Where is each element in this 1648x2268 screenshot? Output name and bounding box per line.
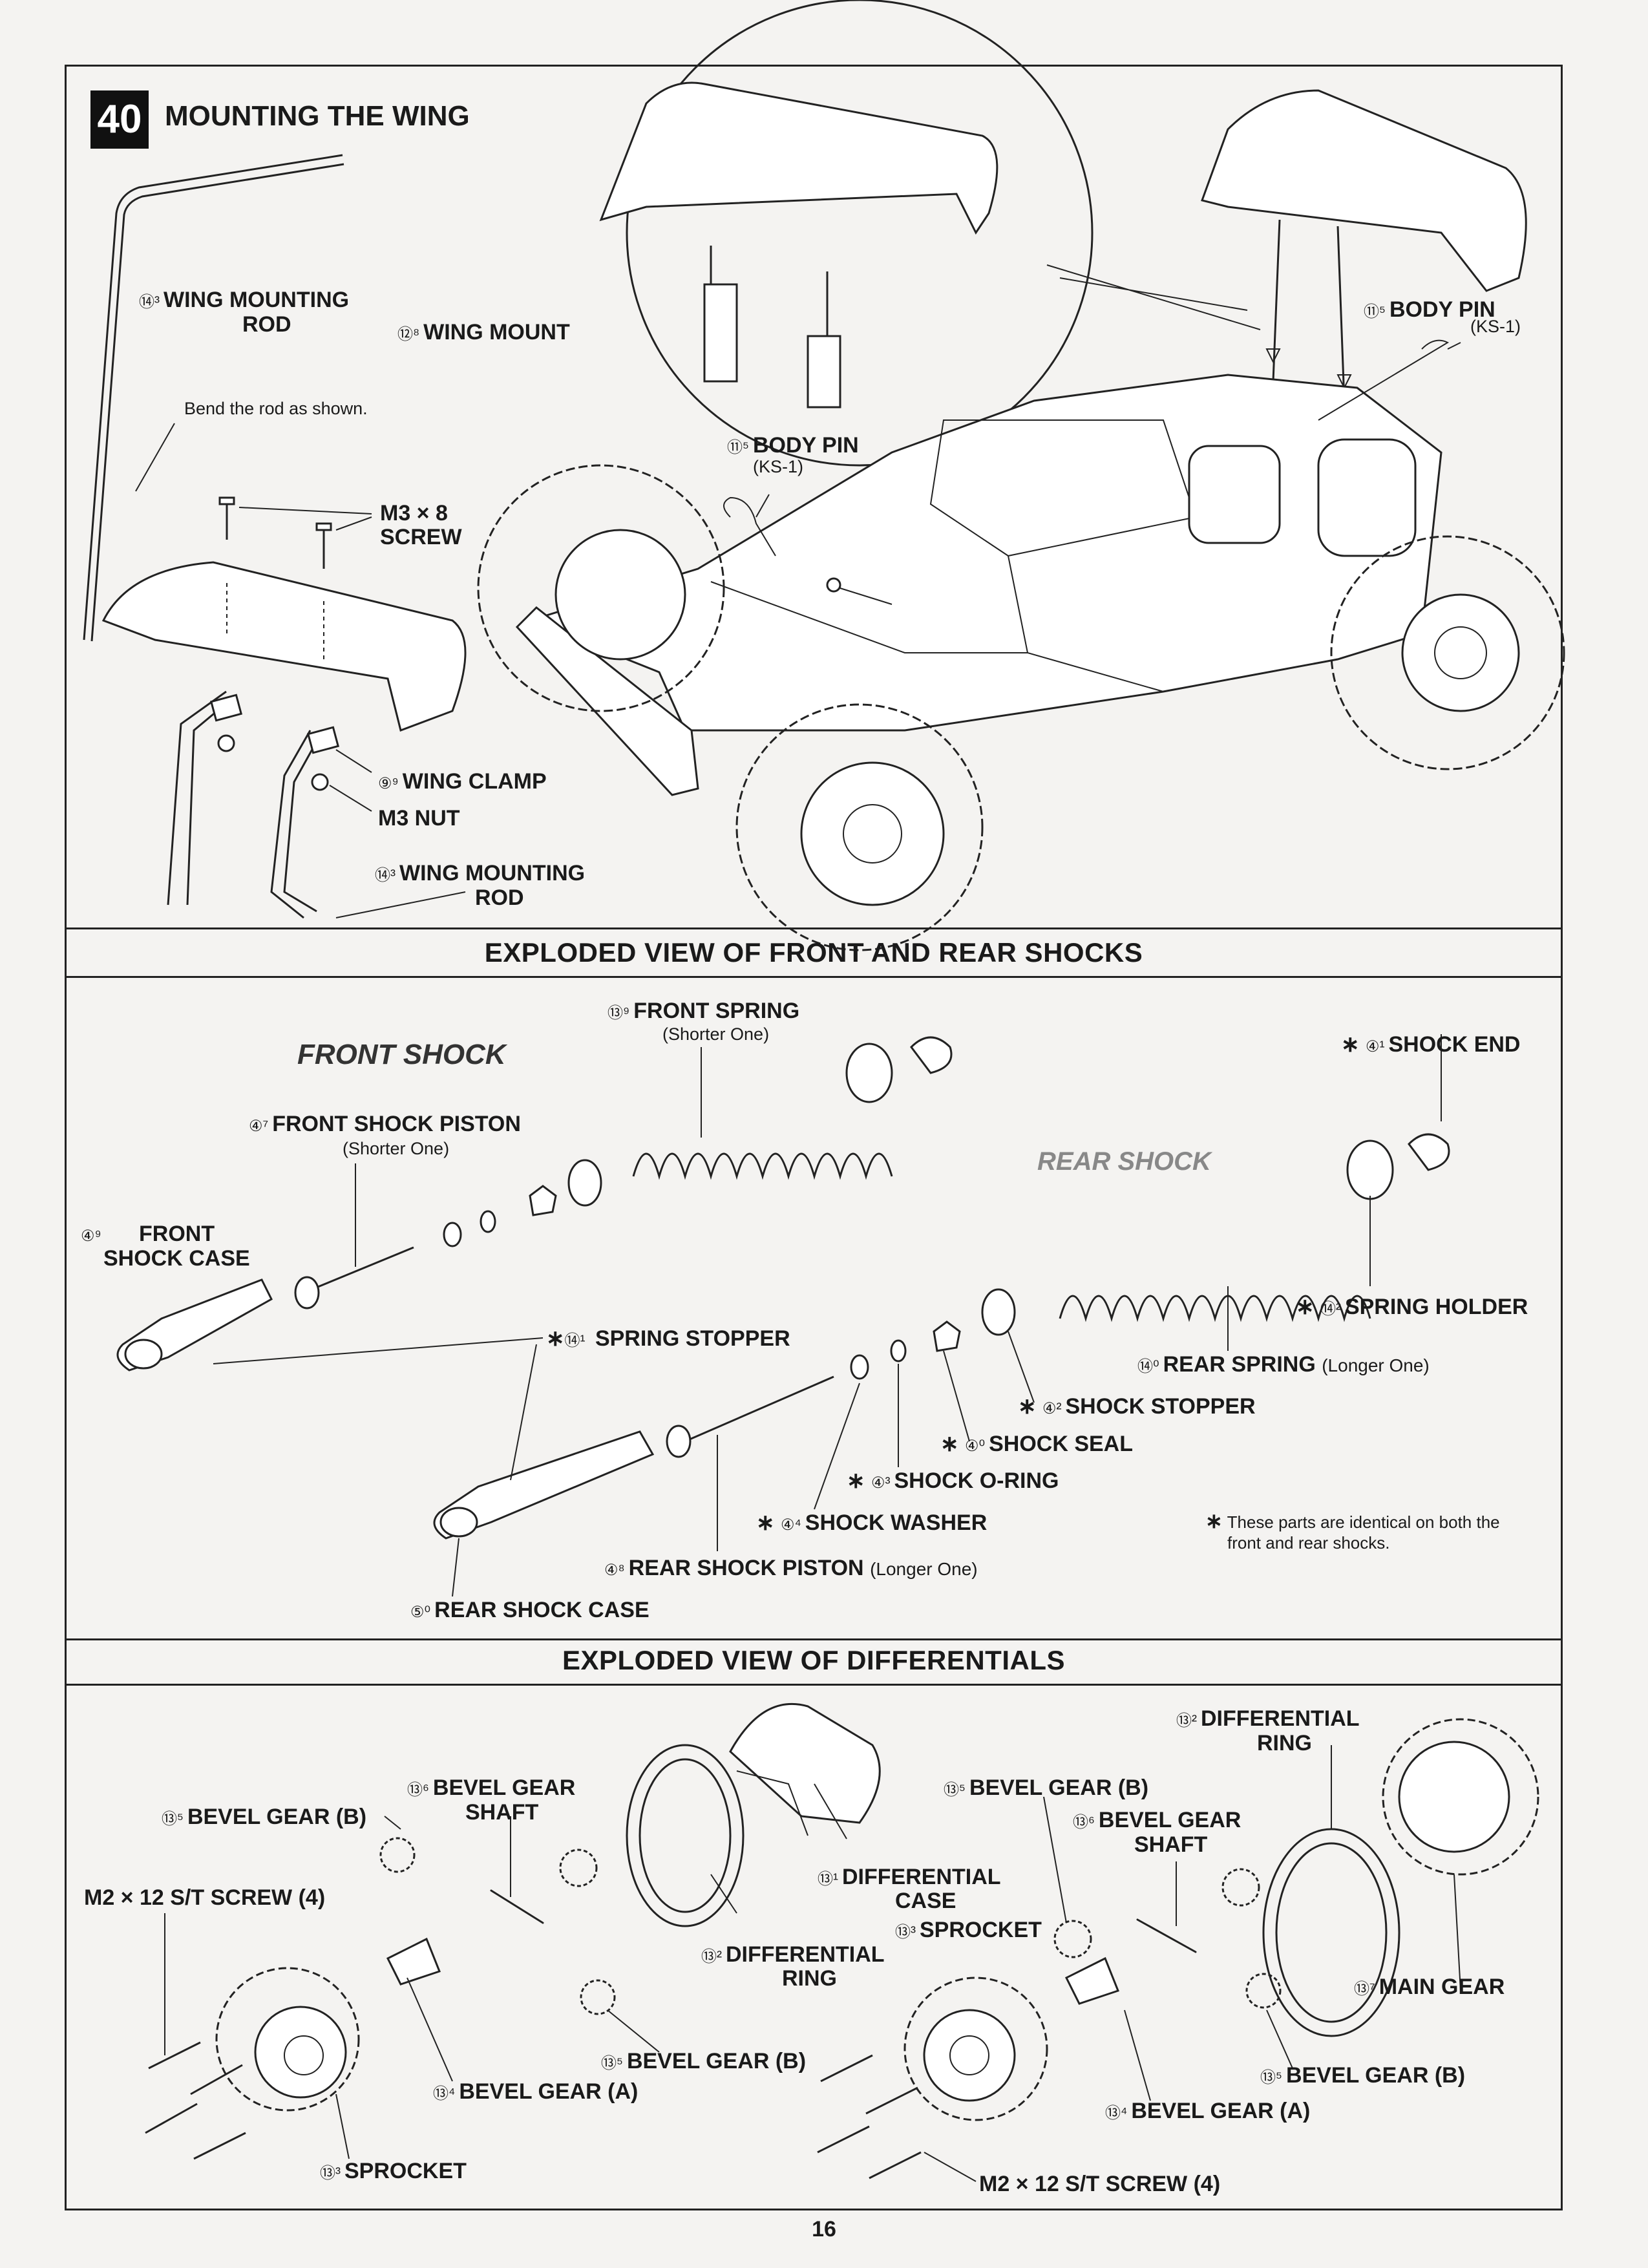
divider-top-shocks (65, 927, 1563, 929)
label-bevel-shaft-right-2: SHAFT (1134, 1832, 1208, 1857)
body-pin-icon (723, 339, 1461, 605)
label-m3-nut: M3 NUT (378, 806, 460, 831)
step-number-badge: 40 (90, 90, 149, 149)
wing-icon (101, 561, 467, 732)
wing-clamp-icon (209, 694, 372, 812)
identical-parts-note: ∗ These parts are identical on both the … (1205, 1509, 1500, 1553)
diff-case-icon (729, 1702, 881, 1836)
label-screw: SCREW (380, 525, 462, 549)
diff-section-title: EXPLODED VIEW OF DIFFERENTIALS (562, 1645, 1066, 1675)
label-spring-stopper: ∗⑭¹ SPRING STOPPER (546, 1326, 790, 1351)
label-body-pin-center-code: (KS-1) (753, 457, 804, 476)
page-number: 16 (812, 2217, 836, 2242)
front-shock-icon (116, 1159, 602, 1372)
divider-diff-top (65, 1638, 1563, 1640)
shocks-section-title: EXPLODED VIEW OF FRONT AND REAR SHOCKS (484, 937, 1143, 968)
front-shock-heading: FRONT SHOCK (297, 1039, 506, 1070)
wing-section-title: MOUNTING THE WING (165, 100, 470, 132)
screw-icon (145, 2041, 922, 2179)
buggy-icon (515, 374, 1442, 796)
wing-detail-icon (599, 0, 1261, 467)
label-screw-left: M2 × 12 S/T SCREW (4) (84, 1885, 326, 1910)
label-diff-ring-right-2: RING (1257, 1731, 1312, 1755)
wheel-icon (477, 464, 1565, 951)
label-wing-mounting-rod-top-2: ROD (242, 312, 291, 337)
divider-shocks-title (65, 976, 1563, 978)
wing-right-icon (1201, 89, 1527, 401)
label-diff-ring-left-2: RING (782, 1966, 837, 1991)
shock-leaders (213, 1047, 1229, 1597)
label-front-shock-case: FRONT (139, 1222, 215, 1246)
label-front-shock-case-num: ④⁹ (81, 1227, 101, 1245)
screw-icon (218, 496, 372, 659)
diff-leaders (164, 1745, 1461, 2182)
label-front-spring-note: (Shorter One) (662, 1024, 770, 1044)
label-diff-case-2: CASE (895, 1889, 956, 1913)
page-frame (65, 65, 1563, 2210)
rear-shock-icon (433, 1288, 1016, 1540)
wing-rod-icon (83, 154, 344, 642)
spring-icon (632, 1152, 1371, 1322)
divider-diff-title (65, 1684, 1563, 1686)
label-body-pin-right-code: (KS-1) (1470, 317, 1521, 336)
rear-shock-heading: REAR SHOCK (1037, 1147, 1211, 1176)
gear-icon (215, 1718, 1539, 2121)
label-m3x8: M3 × 8 (380, 501, 448, 525)
label-front-shock-case-2: SHOCK CASE (103, 1246, 250, 1271)
label-bevel-shaft-left-2: SHAFT (465, 1800, 539, 1825)
label-front-shock-piston-note: (Shorter One) (343, 1139, 450, 1158)
bend-note-leader (135, 423, 175, 492)
label-bend-note: Bend the rod as shown. (184, 399, 368, 418)
label-wing-mounting-rod-bottom-2: ROD (475, 885, 524, 910)
label-screw-right: M2 × 12 S/T SCREW (4) (979, 2172, 1221, 2196)
shaft-icon (386, 1889, 1197, 2005)
shock-end-icon (845, 1034, 1450, 1286)
